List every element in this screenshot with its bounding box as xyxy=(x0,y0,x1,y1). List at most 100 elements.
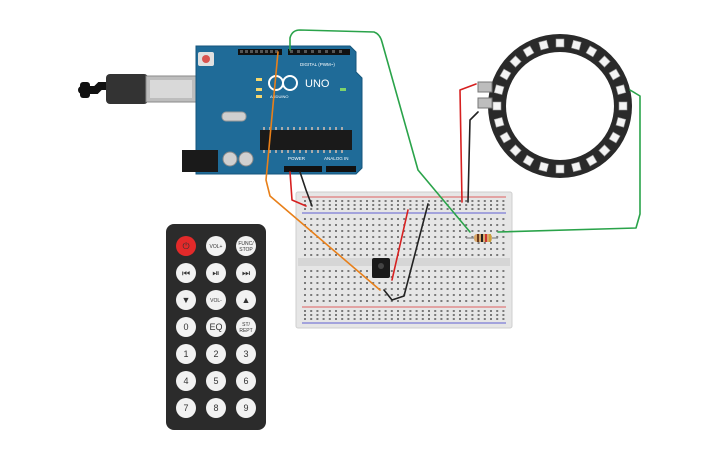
play-pause-button[interactable]: ⏯ xyxy=(206,263,226,283)
vol-down-button[interactable]: VOL- xyxy=(206,290,226,310)
atmega-chip xyxy=(260,130,352,150)
down-button-label: ▼ xyxy=(182,295,191,305)
black-wire-ir-gnd xyxy=(383,203,429,301)
digit-1-button-label: 1 xyxy=(183,349,188,359)
usb-cable xyxy=(78,74,197,104)
wires xyxy=(265,29,641,301)
ir-receiver xyxy=(372,258,390,278)
led-l xyxy=(256,78,262,81)
ring-led-12 xyxy=(492,101,502,111)
power-label: POWER xyxy=(288,156,306,161)
digit-4-button[interactable]: 4 xyxy=(176,371,196,391)
ring-led-17 xyxy=(538,39,549,51)
digit-2-button[interactable]: 2 xyxy=(206,344,226,364)
ring-connector-top xyxy=(477,81,493,93)
led-rx xyxy=(256,95,262,98)
ring-led-9 xyxy=(509,144,522,157)
digital-label: DIGITAL (PWM~) xyxy=(300,62,335,67)
green-wire-signal xyxy=(289,29,471,233)
func-stop-button-label: FUNC/ xyxy=(238,241,254,247)
ring-led-8 xyxy=(522,154,535,167)
ring-led-20 xyxy=(585,45,598,58)
digit-0-button[interactable]: 0 xyxy=(176,317,196,337)
digit-9-button-label: 9 xyxy=(243,403,248,413)
func-stop-button[interactable]: FUNC/STOP xyxy=(236,236,256,256)
red-wire-ring-5v xyxy=(459,83,477,203)
capacitor-2 xyxy=(238,151,254,167)
digit-8-button-label: 8 xyxy=(213,403,218,413)
ring-led-5 xyxy=(571,161,582,173)
digit-3-button-label: 3 xyxy=(243,349,248,359)
ring-led-19 xyxy=(571,39,582,51)
digit-7-button-label: 7 xyxy=(183,403,188,413)
up-button[interactable]: ▲ xyxy=(236,290,256,310)
black-wire-ring-gnd xyxy=(467,111,479,203)
arduino-uno-board: DIGITAL (PWM~) UNO ARDUINO POWER ANALOG … xyxy=(182,45,363,175)
ring-led-22 xyxy=(608,68,621,81)
vol-down-button-label: VOL- xyxy=(210,298,222,304)
digit-5-button-label: 5 xyxy=(213,376,218,386)
ring-leds xyxy=(492,38,628,174)
led-on xyxy=(340,88,346,91)
up-button-label: ▲ xyxy=(242,295,251,305)
red-wire-5v xyxy=(289,171,307,207)
ring-led-7 xyxy=(538,161,549,173)
digit-9-button[interactable]: 9 xyxy=(236,398,256,418)
ring-led-21 xyxy=(598,55,611,68)
digit-6-button-label: 6 xyxy=(243,376,248,386)
black-wire-gnd xyxy=(299,171,313,207)
ring-led-23 xyxy=(615,84,627,95)
digit-1-button[interactable]: 1 xyxy=(176,344,196,364)
vol-up-button[interactable]: VOL+ xyxy=(206,236,226,256)
ring-led-14 xyxy=(499,68,512,81)
ring-connector-bottom xyxy=(477,97,493,109)
analog-label: ANALOG IN xyxy=(324,156,349,161)
green-wire-ring-din xyxy=(497,89,641,233)
ring-led-2 xyxy=(608,131,621,144)
power-button-label: ⏻ xyxy=(182,241,189,251)
resistor xyxy=(466,234,498,242)
digit-5-button[interactable]: 5 xyxy=(206,371,226,391)
digit-8-button[interactable]: 8 xyxy=(206,398,226,418)
ring-led-6 xyxy=(555,164,565,174)
analog-header xyxy=(326,166,356,172)
ring-led-1 xyxy=(615,117,627,128)
ring-led-4 xyxy=(585,154,598,167)
ir-remote: ⏻ VOL+ FUNC/STOP ⏮ ⏯ ⏭ ▼ VOL- ▲ 0 EQ ST/REPT 1 2 3 4 5 6 7… xyxy=(166,224,266,430)
capacitor-1 xyxy=(222,151,238,167)
crystal xyxy=(221,111,247,122)
play-pause-button-label: ⏯ xyxy=(212,268,219,278)
prev-button-label: ⏮ xyxy=(182,268,190,278)
ring-led-18 xyxy=(555,38,565,48)
ring-led-10 xyxy=(499,131,512,144)
led-tx xyxy=(256,88,262,91)
digit-0-button-label: 0 xyxy=(183,322,188,332)
power-header xyxy=(284,166,322,172)
next-button[interactable]: ⏭ xyxy=(236,263,256,283)
eq-button[interactable]: EQ xyxy=(206,317,226,337)
remote-buttons: ⏻ VOL+ FUNC/STOP ⏮ ⏯ ⏭ ▼ VOL- ▲ 0 EQ ST/REPT 1 2 3 4 5 6 7… xyxy=(176,236,256,418)
func-stop-button-label: STOP xyxy=(239,247,253,253)
digit-6-button[interactable]: 6 xyxy=(236,371,256,391)
vol-up-button-label: VOL+ xyxy=(210,244,223,250)
arduino-brand-text: ARDUINO xyxy=(270,94,288,99)
power-button[interactable]: ⏻ xyxy=(176,236,196,256)
ring-led-13 xyxy=(493,84,505,95)
down-button[interactable]: ▼ xyxy=(176,290,196,310)
power-jack xyxy=(182,150,218,172)
st-rept-button[interactable]: ST/REPT xyxy=(236,317,256,337)
ring-led-11 xyxy=(493,117,505,128)
ring-led-0 xyxy=(618,101,628,111)
eq-button-label: EQ xyxy=(209,322,222,332)
digit-7-button[interactable]: 7 xyxy=(176,398,196,418)
digit-4-button-label: 4 xyxy=(183,376,188,386)
prev-button[interactable]: ⏮ xyxy=(176,263,196,283)
breadboard-center-channel xyxy=(298,258,510,266)
st-rept-button-label: REPT xyxy=(239,328,252,334)
breadboard xyxy=(295,191,513,329)
next-button-label: ⏭ xyxy=(242,268,250,278)
ring-led-16 xyxy=(522,45,535,58)
neopixel-ring xyxy=(477,34,632,178)
digit-3-button[interactable]: 3 xyxy=(236,344,256,364)
